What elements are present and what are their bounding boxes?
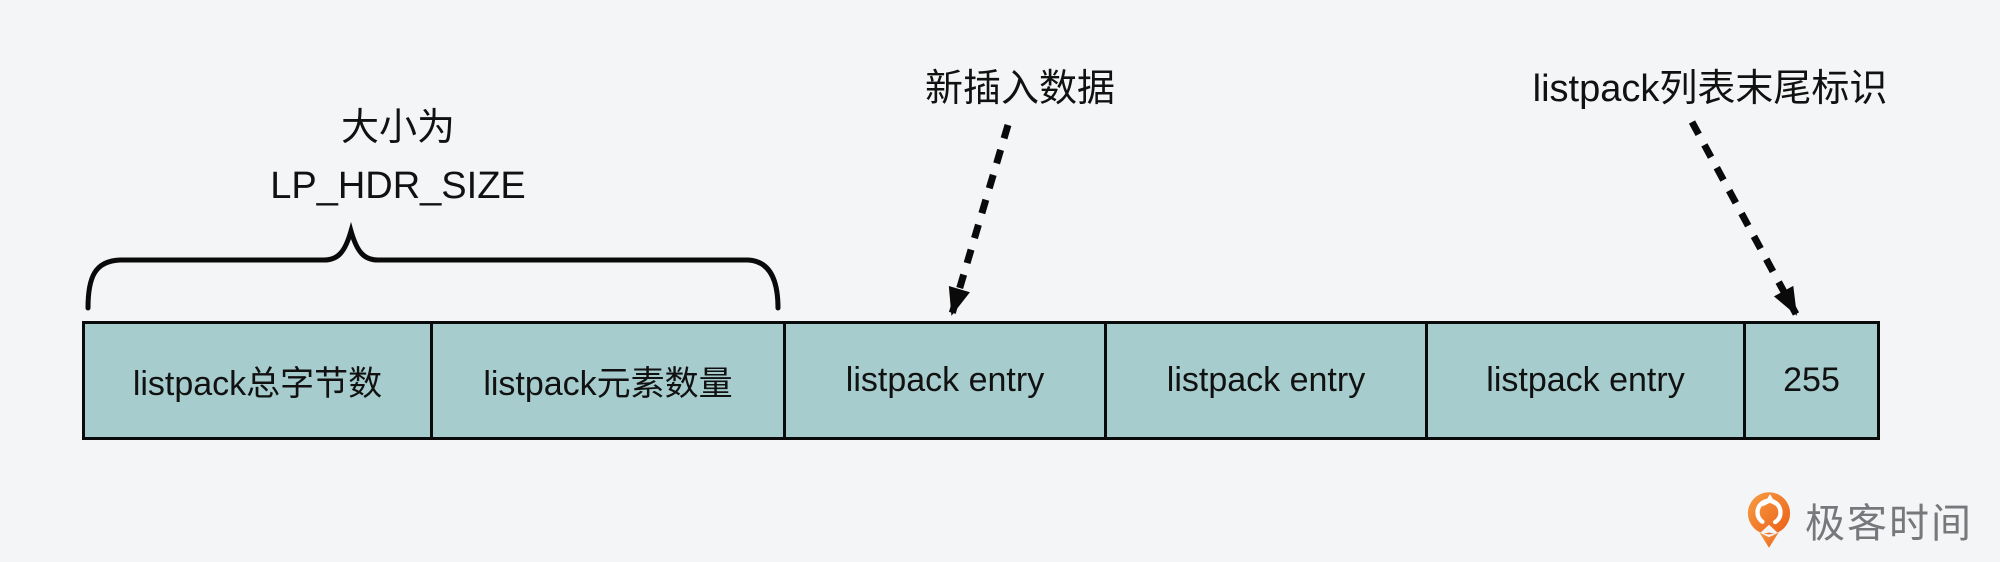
header-brace — [85, 221, 781, 311]
listpack-row: listpack总字节数 listpack元素数量 listpack entry… — [82, 321, 1880, 440]
geektime-logo-text: 极客时间 — [1805, 502, 1973, 546]
arrow-end-marker — [1688, 120, 1800, 316]
geektime-logo-icon — [1747, 492, 1791, 548]
header-size-label: 大小为 LP_HDR_SIZE — [270, 99, 526, 215]
cell-total-bytes: listpack总字节数 — [85, 324, 433, 437]
new-data-callout: 新插入数据 — [924, 68, 1116, 110]
header-size-label-line2: LP_HDR_SIZE — [270, 165, 526, 207]
end-marker-callout: listpack列表末尾标识 — [1532, 68, 1888, 110]
cell-entry-2: listpack entry — [1107, 324, 1428, 437]
cell-element-count: listpack元素数量 — [433, 324, 786, 437]
cell-entry-3: listpack entry — [1428, 324, 1746, 437]
cell-end-byte-255: 255 — [1783, 361, 1840, 399]
cell-entry-1: listpack entry — [786, 324, 1107, 437]
header-size-label-line1: 大小为 — [340, 107, 456, 149]
arrow-new-data — [948, 124, 1012, 316]
geektime-logo: 极客时间 — [1746, 490, 1973, 550]
